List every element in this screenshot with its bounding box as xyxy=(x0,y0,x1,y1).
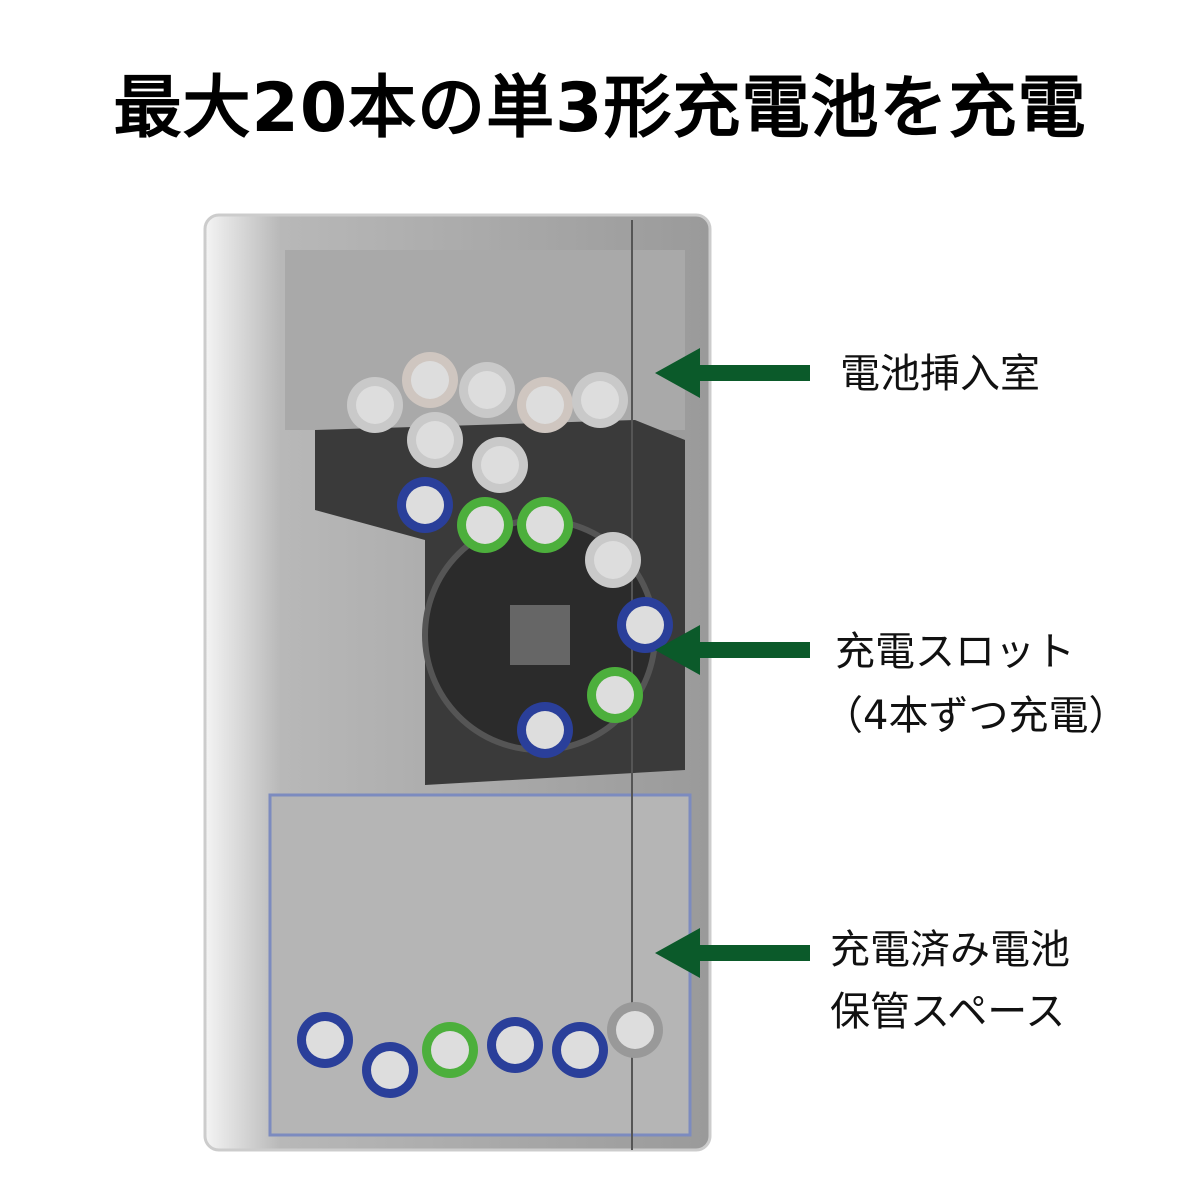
label-storage-space: 充電済み電池 保管スペース xyxy=(830,922,1070,1040)
battery-terminal xyxy=(581,381,619,419)
battery-terminal xyxy=(626,606,664,644)
battery-terminal xyxy=(526,506,564,544)
label-line: 電池挿入室 xyxy=(840,351,1040,397)
arrow-charging-slot xyxy=(655,625,815,679)
arrow-left-icon xyxy=(655,348,810,398)
battery-terminal xyxy=(496,1026,534,1064)
battery-terminal xyxy=(561,1031,599,1069)
battery-terminal xyxy=(596,676,634,714)
arrow-left-icon xyxy=(655,928,810,978)
battery-terminal xyxy=(416,421,454,459)
battery-terminal xyxy=(468,371,506,409)
arrow-left-icon xyxy=(655,625,810,675)
page-title: 最大20本の単3形充電池を充電 xyxy=(113,69,1087,148)
battery-terminal xyxy=(306,1021,344,1059)
arrow-insertion-chamber xyxy=(655,348,815,402)
label-line: （4本ずつ充電） xyxy=(823,693,1129,739)
battery-terminal xyxy=(466,506,504,544)
label-charging-slot: 充電スロット （4本ずつ充電） xyxy=(823,624,1128,744)
battery-terminal xyxy=(431,1031,469,1069)
label-line: 充電スロット xyxy=(835,629,1075,675)
battery-terminal xyxy=(356,386,394,424)
battery-charger-cutaway-image xyxy=(203,213,712,1152)
battery-terminal xyxy=(616,1011,654,1049)
storage-space xyxy=(268,793,692,1137)
battery-terminal xyxy=(481,446,519,484)
battery-terminal xyxy=(411,361,449,399)
battery-terminal xyxy=(371,1051,409,1089)
arrow-storage-space xyxy=(655,928,815,982)
battery-terminal xyxy=(406,486,444,524)
battery-terminal xyxy=(526,711,564,749)
label-line: 充電済み電池 xyxy=(830,927,1070,973)
battery-terminal xyxy=(526,386,564,424)
label-line: 保管スペース xyxy=(830,989,1066,1035)
label-insertion-chamber: 電池挿入室 xyxy=(840,346,1040,402)
battery-terminal xyxy=(594,541,632,579)
